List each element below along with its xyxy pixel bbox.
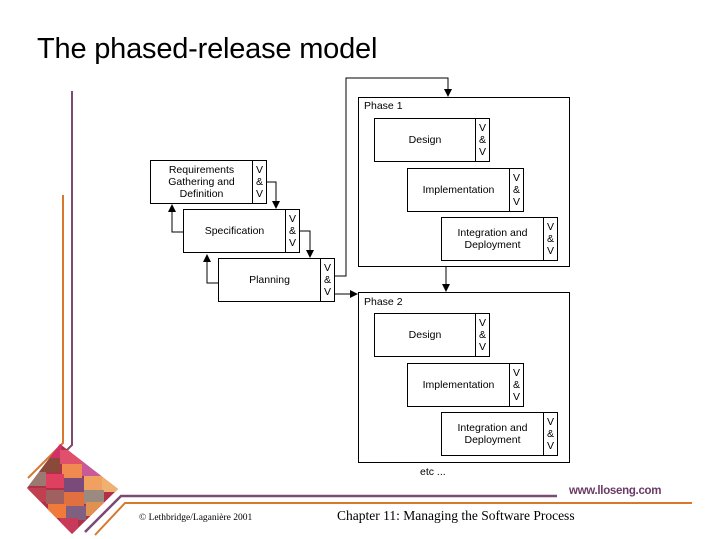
vv-letter: V xyxy=(288,237,296,249)
vv-letter: V xyxy=(478,146,486,158)
stage-label: Design xyxy=(408,134,442,146)
vv-letter: & xyxy=(255,176,263,188)
stage-label: Implementation xyxy=(422,379,495,391)
vv-letter: V xyxy=(512,172,520,184)
footer-url[interactable]: www.lloseng.com xyxy=(569,485,662,497)
stage-label: Planning xyxy=(249,274,290,286)
vv-column: V&V xyxy=(285,210,299,252)
footer-copyright: © Lethbridge/Laganière 2001 xyxy=(139,513,253,523)
arrow-spec-back-to-req xyxy=(168,204,183,233)
phase-2-title: Phase 2 xyxy=(364,296,403,308)
phase-1-stage-design: Design V&V xyxy=(374,118,490,162)
arrow-plan-to-phase1 xyxy=(334,77,452,277)
arrow-plan-back-to-spec xyxy=(203,254,218,284)
stage-label-line: Definition xyxy=(179,188,224,200)
slide-title: The phased-release model xyxy=(37,33,378,65)
vv-letter: & xyxy=(478,134,486,146)
stage-label-line: Integration and xyxy=(457,227,528,239)
vv-letter: & xyxy=(512,379,520,391)
vv-letter: & xyxy=(546,428,554,440)
vv-letter: V xyxy=(323,262,331,274)
footer-chapter: Chapter 11: Managing the Software Proces… xyxy=(337,508,575,523)
vv-column: V&V xyxy=(509,364,523,406)
vv-letter: V xyxy=(546,245,554,257)
stage-label: Design xyxy=(408,329,442,341)
vv-letter: V xyxy=(512,196,520,208)
vv-letter: V xyxy=(546,221,554,233)
vv-column: V&V xyxy=(252,161,266,203)
vv-letter: V xyxy=(288,213,296,225)
phase-1-stage-implementation: Implementation V&V xyxy=(407,168,524,212)
vv-letter: V xyxy=(478,341,486,353)
orange-border-line xyxy=(27,195,64,479)
stage-label-line: Deployment xyxy=(464,434,521,446)
vv-column: V&V xyxy=(320,259,334,301)
vv-column: V&V xyxy=(509,169,523,211)
vv-column: V&V xyxy=(543,413,557,455)
vv-letter: & xyxy=(323,274,331,286)
continuation-label: etc ... xyxy=(420,466,446,478)
stage-label: Requirements Gathering and Definition xyxy=(151,161,252,203)
vv-letter: & xyxy=(512,184,520,196)
stage-label: Specification xyxy=(204,225,265,237)
vv-letter: V xyxy=(512,391,520,403)
stage-label-line: Deployment xyxy=(464,239,521,251)
vv-letter: V xyxy=(512,367,520,379)
vv-letter: & xyxy=(478,329,486,341)
vv-letter: V xyxy=(478,317,486,329)
phase-2-stage-integration: Integration and Deployment V&V xyxy=(441,412,558,456)
vv-column: V&V xyxy=(543,218,557,260)
vv-letter: V xyxy=(255,164,263,176)
stage-requirements: Requirements Gathering and Definition V&… xyxy=(150,160,267,204)
phase-1-title: Phase 1 xyxy=(364,100,403,112)
phase-1-stage-integration: Integration and Deployment V&V xyxy=(441,217,558,261)
stage-label-line: Integration and xyxy=(457,422,528,434)
stage-label: Integration and Deployment xyxy=(442,218,543,260)
vv-letter: & xyxy=(546,233,554,245)
stage-label-line: Gathering and xyxy=(168,176,235,188)
vv-letter: V xyxy=(255,188,263,200)
vv-letter: V xyxy=(546,440,554,452)
vv-letter: & xyxy=(288,225,296,237)
arrow-spec-to-plan xyxy=(300,230,314,258)
stage-label-line: Requirements xyxy=(168,164,235,176)
vv-letter: V xyxy=(323,286,331,298)
phase-2-stage-implementation: Implementation V&V xyxy=(407,363,524,407)
vv-letter: V xyxy=(478,122,486,134)
phase-2-stage-design: Design V&V xyxy=(374,313,490,357)
arrow-req-to-spec xyxy=(267,181,280,209)
stage-label: Implementation xyxy=(422,184,495,196)
stage-planning: Planning V&V xyxy=(218,258,335,302)
stage-specification: Specification V&V xyxy=(183,209,300,253)
orange-footer-line xyxy=(94,502,692,536)
stage-label: Integration and Deployment xyxy=(442,413,543,455)
vv-column: V&V xyxy=(475,119,489,161)
purple-footer-line xyxy=(84,494,557,533)
vv-letter: V xyxy=(546,416,554,428)
vv-column: V&V xyxy=(475,314,489,356)
